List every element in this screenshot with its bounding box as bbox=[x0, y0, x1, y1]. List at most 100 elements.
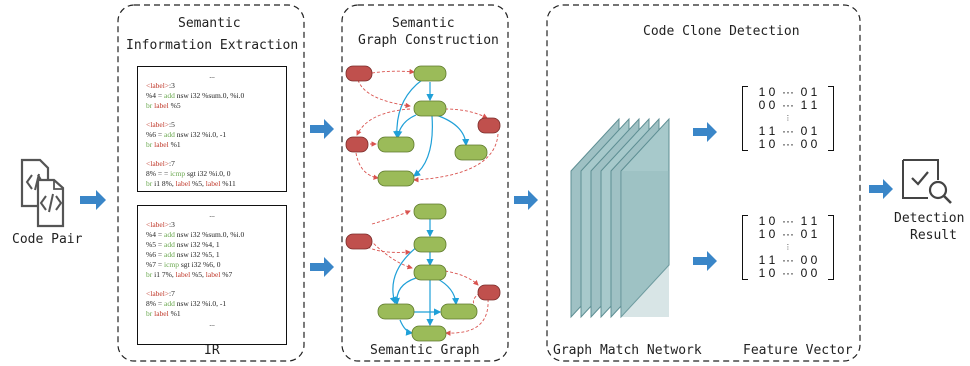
ir-token: nsw i32 %sum.0, %i.0 bbox=[174, 230, 245, 239]
graph-match-network bbox=[570, 117, 670, 319]
ir-token: add bbox=[163, 240, 175, 249]
ir-token: label bbox=[205, 179, 221, 188]
code-file-icon bbox=[20, 158, 65, 228]
arrow-network-to-vector2 bbox=[693, 251, 717, 271]
ir-token: <label> bbox=[146, 220, 170, 229]
arrow-ir1-to-graph bbox=[310, 119, 334, 139]
ir-code-line: 8% = = icmp sgt i32 %i.0, 0 bbox=[146, 169, 278, 179]
ir-token: i1 7%, bbox=[152, 270, 176, 279]
ir-code-line: <label>:3 bbox=[146, 81, 278, 91]
graph-panel bbox=[341, 4, 509, 362]
arrow-detection-to-result bbox=[869, 179, 893, 199]
graph-footer-label: Semantic Graph bbox=[370, 343, 480, 358]
ir-token: label bbox=[175, 179, 191, 188]
matrix-row: 1 0 ··· 0 0 bbox=[758, 137, 818, 151]
ir-token: %1 bbox=[168, 309, 181, 318]
ir-code-line: <label>:7 bbox=[146, 159, 278, 169]
ir-token: label bbox=[154, 309, 169, 318]
extraction-title-line2: Information Extraction bbox=[126, 38, 299, 53]
ir-token: br bbox=[146, 140, 153, 149]
ir-token: 8% = bbox=[146, 299, 164, 308]
ir-token: %5 = bbox=[146, 240, 164, 249]
ir-ellipsis: ... bbox=[209, 210, 215, 219]
detection-title: Code Clone Detection bbox=[643, 24, 800, 39]
ir-footer-label: IR bbox=[204, 343, 220, 358]
ir-code-line: br label %1 bbox=[146, 309, 278, 319]
ir-token: :3 bbox=[169, 220, 175, 229]
ir-token: add bbox=[163, 91, 175, 100]
ir-token: sgt i32 %i.0, 0 bbox=[185, 169, 231, 178]
ir-token: label bbox=[154, 101, 169, 110]
ir-token: %7 = bbox=[146, 260, 164, 269]
ir-token: i1 8%, bbox=[152, 179, 176, 188]
matrix-row: 1 1 ··· 0 1 bbox=[758, 124, 818, 138]
ir-code-line: %4 = add nsw i32 %sum.0, %i.0 bbox=[146, 91, 278, 101]
result-label-line1: Detection bbox=[894, 211, 965, 226]
ir-token: :7 bbox=[169, 289, 175, 298]
ir-code-line: %4 = add nsw i32 %sum.0, %i.0 bbox=[146, 230, 278, 240]
ir-code-line: %7 = icmp sgt i32 %6, 0 bbox=[146, 260, 278, 270]
ir-token: add bbox=[163, 130, 175, 139]
ir-token: label bbox=[175, 270, 191, 279]
ir-token: %6 = bbox=[146, 250, 164, 259]
matrix-row: 0 0 ··· 1 1 bbox=[758, 98, 818, 112]
code-pair-label: Code Pair bbox=[12, 232, 83, 247]
matrix-left-bracket bbox=[742, 86, 748, 151]
graph-title-line1: Semantic bbox=[392, 16, 455, 31]
arrow-graph-to-detection bbox=[514, 190, 538, 210]
ir-code-line: br i1 7%, label %5, label %7 bbox=[146, 270, 278, 280]
ir-token: <label> bbox=[146, 289, 170, 298]
matrix-row: 1 0 ··· 0 0 bbox=[758, 266, 818, 280]
ir-code-line: br label %5 bbox=[146, 101, 278, 111]
ir-token: icmp bbox=[170, 169, 186, 178]
graph-title-line2: Graph Construction bbox=[358, 33, 499, 48]
ir-token: br bbox=[146, 270, 153, 279]
ir-token: <label> bbox=[146, 81, 170, 90]
ir-token: add bbox=[163, 299, 175, 308]
vector-footer-label: Feature Vector bbox=[743, 343, 853, 358]
ir-code-line: %5 = add nsw i32 %4, 1 bbox=[146, 240, 278, 250]
ir-token: %5, bbox=[190, 179, 206, 188]
ir-token: nsw i32 %i.0, -1 bbox=[174, 130, 227, 139]
semantic-graph-2 bbox=[345, 203, 501, 342]
ir-token: :3 bbox=[169, 81, 175, 90]
matrix-row: ⋮ bbox=[784, 244, 792, 251]
ir-code-box-1: ...<label>:3%4 = add nsw i32 %sum.0, %i.… bbox=[137, 66, 287, 192]
matrix-right-bracket bbox=[828, 215, 834, 280]
ir-gap bbox=[146, 280, 278, 289]
matrix-left-bracket bbox=[742, 215, 748, 280]
ir-token: nsw i32 %5, 1 bbox=[174, 250, 220, 259]
matrix-row: 1 0 ··· 0 1 bbox=[758, 85, 818, 99]
ir-token: br bbox=[146, 179, 153, 188]
ir-code-line: 8% = add nsw i32 %i.0, -1 bbox=[146, 299, 278, 309]
ir-gap bbox=[146, 111, 278, 120]
arrow-input-to-ir bbox=[80, 190, 106, 210]
ir-token: br bbox=[146, 101, 153, 110]
detection-result-icon bbox=[902, 159, 952, 204]
detection-panel bbox=[546, 4, 861, 362]
ir-ellipsis: ... bbox=[209, 71, 215, 80]
result-label-line2: Result bbox=[910, 228, 957, 243]
ir-token: br bbox=[146, 309, 153, 318]
ir-code-box-2: ...<label>:3%4 = add nsw i32 %sum.0, %i.… bbox=[137, 205, 287, 345]
ir-token: %6 = bbox=[146, 130, 164, 139]
ir-token: %4 = bbox=[146, 230, 164, 239]
extraction-title-line1: Semantic bbox=[178, 16, 241, 31]
ir-token: add bbox=[163, 250, 175, 259]
ir-token: %5, bbox=[190, 270, 206, 279]
ir-token: nsw i32 %4, 1 bbox=[174, 240, 220, 249]
arrow-network-to-vector1 bbox=[693, 122, 717, 142]
matrix-row: 1 1 ··· 0 0 bbox=[758, 253, 818, 267]
ir-code-line: <label>:7 bbox=[146, 289, 278, 299]
ir-token: %7 bbox=[220, 270, 233, 279]
ir-token: :5 bbox=[169, 120, 175, 129]
ir-token: %1 bbox=[168, 140, 181, 149]
matrix-row: 1 0 ··· 0 1 bbox=[758, 227, 818, 241]
arrow-ir2-to-graph bbox=[310, 257, 334, 277]
ir-code-line: br i1 8%, label %5, label %11 bbox=[146, 179, 278, 189]
network-footer-label: Graph Match Network bbox=[553, 343, 702, 358]
ir-token: label bbox=[205, 270, 221, 279]
